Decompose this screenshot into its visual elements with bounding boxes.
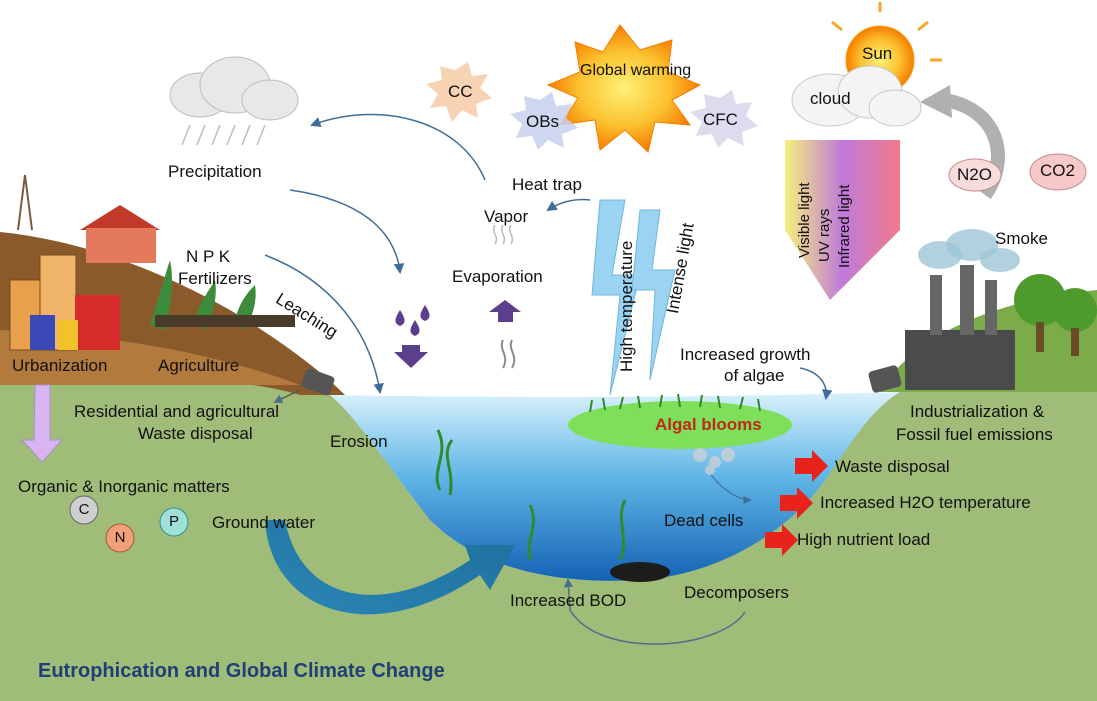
sun-cloud xyxy=(791,65,922,127)
label-heat-trap: Heat trap xyxy=(512,175,582,194)
label-high-temperature: High temperature xyxy=(617,240,636,372)
label-sun: Sun xyxy=(862,44,893,63)
label-cc: CC xyxy=(448,82,473,101)
label-algal-blooms: Algal blooms xyxy=(655,415,762,434)
label-industrialization: Industrialization & xyxy=(910,402,1045,421)
label-cloud: cloud xyxy=(810,89,851,108)
label-infrared-light: Infrared light xyxy=(836,184,853,268)
cc-burst xyxy=(426,62,492,122)
n-circle xyxy=(105,523,135,553)
label-cfc: CFC xyxy=(703,110,738,129)
label-co2: CO2 xyxy=(1040,161,1075,180)
label-n2o: N2O xyxy=(957,165,992,184)
ground xyxy=(0,345,1097,701)
label-dead-cells: Dead cells xyxy=(664,511,744,530)
global-warming-burst xyxy=(546,24,702,153)
label-ground-water: Ground water xyxy=(212,513,315,532)
label-erosion: Erosion xyxy=(330,432,388,451)
label-decomposers: Decomposers xyxy=(684,583,789,602)
red-arrow-waste xyxy=(795,450,828,482)
label-waste-disposal-left: Waste disposal xyxy=(138,424,253,443)
n2o-bubble xyxy=(948,158,1002,192)
algal-bloom-patch xyxy=(568,401,792,449)
label-increased-growth: Increased growth xyxy=(680,345,811,364)
rain-cloud xyxy=(169,56,299,121)
label-of-algae: of algae xyxy=(724,366,785,385)
red-arrow-temp xyxy=(780,487,813,519)
p-circle xyxy=(159,507,189,537)
label-waste-disposal-right: Waste disposal xyxy=(835,457,950,476)
label-visible-light: Visible light xyxy=(796,182,813,258)
label-global-warming: Global warming xyxy=(580,62,692,79)
label-urbanization: Urbanization xyxy=(12,356,108,375)
down-arrow-organic xyxy=(20,384,64,463)
label-obs: OBs xyxy=(526,112,560,131)
label-precipitation: Precipitation xyxy=(168,162,262,181)
label-evaporation: Evaporation xyxy=(452,267,543,286)
factory xyxy=(905,229,1020,390)
label-high-nutrient-load: High nutrient load xyxy=(797,530,931,549)
red-arrow-nutrient xyxy=(765,524,798,556)
label-residential: Residential and agricultural xyxy=(74,402,280,421)
c-circle xyxy=(69,495,99,525)
urban-buildings xyxy=(9,205,160,351)
label-n: N xyxy=(114,529,126,546)
diagram-title: Eutrophication and Global Climate Change xyxy=(38,660,445,682)
label-uv-rays: UV rays xyxy=(816,208,833,262)
obs-burst xyxy=(510,92,578,150)
cfc-burst xyxy=(690,90,758,148)
label-vapor: Vapor xyxy=(484,207,529,226)
label-increased-h2o-temperature: Increased H2O temperature xyxy=(820,493,1031,512)
label-agriculture: Agriculture xyxy=(158,356,240,375)
label-npk: N P K xyxy=(186,247,231,266)
label-organic-inorganic: Organic & Inorganic matters xyxy=(18,477,230,496)
ground-water-arrow xyxy=(265,520,515,615)
light-spectrum-band xyxy=(785,140,900,300)
co2-bubble xyxy=(1029,153,1087,191)
label-increased-bod: Increased BOD xyxy=(510,591,627,610)
label-fossil-fuel: Fossil fuel emissions xyxy=(896,425,1053,444)
label-p: P xyxy=(168,513,179,530)
label-smoke: Smoke xyxy=(995,229,1048,248)
label-c: C xyxy=(78,501,90,518)
label-fertilizers: Fertilizers xyxy=(178,269,252,288)
